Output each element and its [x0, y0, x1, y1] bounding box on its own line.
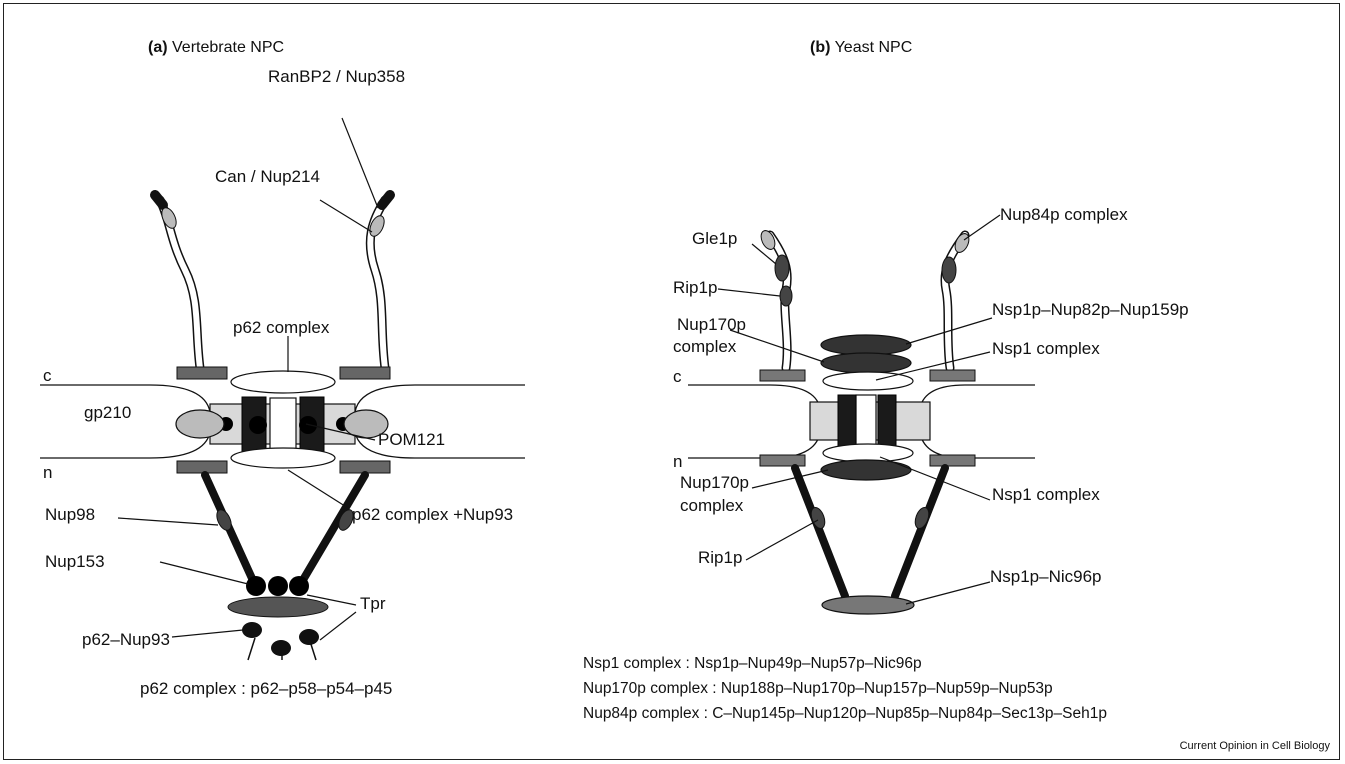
label-c: c: [43, 366, 52, 385]
p62-nup93-bead: [242, 622, 262, 638]
nup170p-complex-top-ellipse: [821, 353, 911, 373]
panel-b-footnote-3: Nup84p complex : C–Nup145p–Nup120p–Nup85…: [583, 705, 1107, 722]
panel-a-footnote: p62 complex : p62–p58–p54–p45: [140, 679, 392, 698]
p62-complex-top: [231, 371, 335, 393]
nup153-bead: [246, 576, 266, 596]
label-nup84p-complex: Nup84p complex: [1000, 205, 1128, 224]
label-gp210: gp210: [84, 403, 131, 422]
label-p62-nup93: p62–Nup93: [82, 630, 170, 649]
label-nup153: Nup153: [45, 552, 105, 571]
panel-b: (b) Yeast NPC: [583, 39, 1189, 722]
nup159-bead-left: [775, 255, 789, 281]
label-nsp1-complex-top: Nsp1 complex: [992, 339, 1100, 358]
nup159-bead-right: [942, 257, 956, 283]
label-nup98: Nup98: [45, 505, 95, 524]
label-c-b: c: [673, 367, 682, 386]
rip1p-bead-top: [780, 286, 792, 306]
nsp1-complex-bottom-ellipse: [823, 444, 913, 462]
gp210-ellipse: [176, 410, 224, 438]
label-rip1p-bottom: Rip1p: [698, 548, 742, 567]
label-pom121: POM121: [378, 430, 445, 449]
label-n: n: [43, 463, 52, 482]
cytoplasmic-ring-b-left: [760, 370, 805, 381]
label-nsp1p-nic96p: Nsp1p–Nic96p: [990, 567, 1102, 586]
label-can-nup214: Can / Nup214: [215, 167, 320, 186]
label-rip1p-top: Rip1p: [673, 278, 717, 297]
label-tpr: Tpr: [360, 594, 386, 613]
nsp1p-nic96p-ellipse: [822, 596, 914, 614]
label-nsp1-complex-bottom: Nsp1 complex: [992, 485, 1100, 504]
label-nsp1p-nup82p-nup159p: Nsp1p–Nup82p–Nup159p: [992, 300, 1189, 319]
label-ranbp2-nup358: RanBP2 / Nup358: [268, 67, 405, 86]
label-p62-complex: p62 complex: [233, 318, 330, 337]
label-gle1p: Gle1p: [692, 229, 737, 248]
panel-b-title: (b) Yeast NPC: [810, 39, 912, 56]
spoke-complex-a: [210, 397, 355, 453]
nup170p-complex-bottom-ellipse: [821, 460, 911, 480]
spoke-complex-b: [810, 395, 930, 447]
nuclear-ring-b-left: [760, 455, 805, 466]
label-p62-complex-nup93: p62 complex +Nup93: [352, 505, 513, 524]
label-nup170p-complex-bottom-2: complex: [680, 496, 744, 515]
nuclear-basket-a: [205, 475, 365, 660]
label-nup170p-complex-top-1: Nup170p: [677, 315, 746, 334]
label-nup170p-complex-top-2: complex: [673, 337, 737, 356]
nsp1p-nup82p-nup159p-ellipse: [821, 335, 911, 355]
p62-complex-nup93-ellipse: [231, 448, 335, 468]
panel-b-footnote-2: Nup170p complex : Nup188p–Nup170p–Nup157…: [583, 680, 1053, 697]
panel-b-footnote-1: Nsp1 complex : Nsp1p–Nup49p–Nup57p–Nic96…: [583, 655, 922, 672]
tpr-ellipse: [228, 597, 328, 617]
label-nup170p-complex-bottom-1: Nup170p: [680, 473, 749, 492]
journal-credit: Current Opinion in Cell Biology: [1180, 740, 1331, 752]
cytoplasmic-ring-b-right: [930, 370, 975, 381]
panel-a: (a) Vertebrate NPC: [40, 39, 525, 698]
panel-a-title: (a) Vertebrate NPC: [148, 39, 284, 56]
label-n-b: n: [673, 452, 682, 471]
nuclear-basket-b: [795, 468, 945, 614]
nuclear-ring-b-right: [930, 455, 975, 466]
